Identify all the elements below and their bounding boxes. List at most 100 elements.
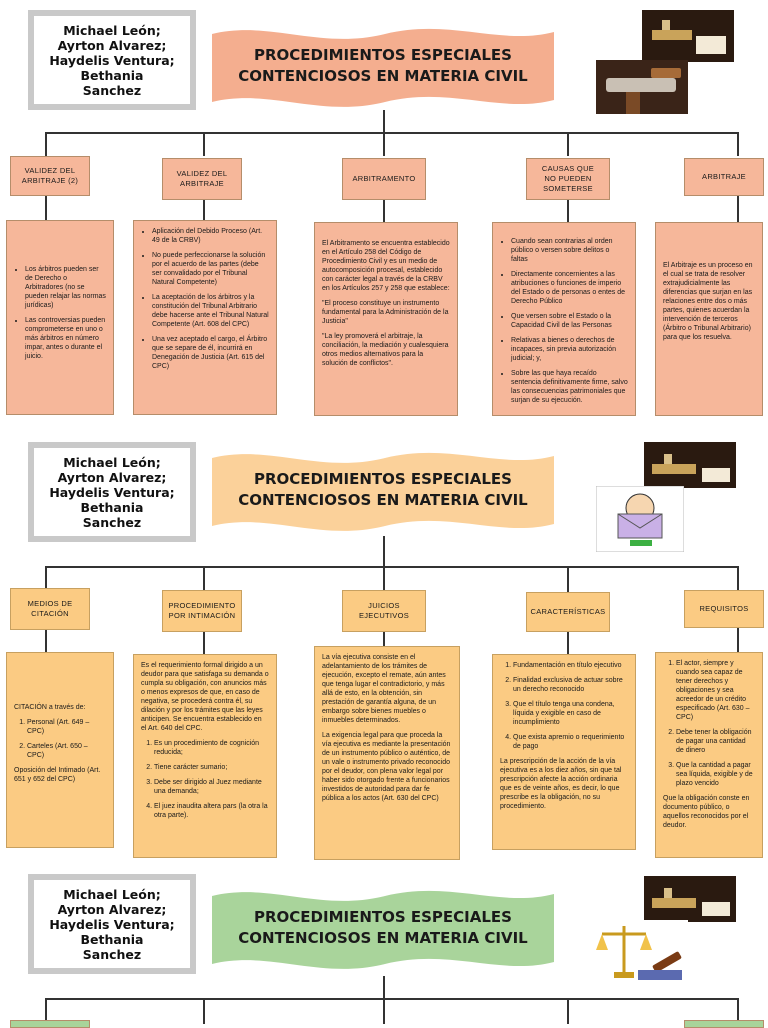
list-item: Debe ser dirigido al Juez mediante una d… xyxy=(154,778,269,796)
list-item: Relativas a bienes o derechos de incapac… xyxy=(511,336,628,363)
section-third: Michael León; Ayrton Alvarez; Haydelis V… xyxy=(0,868,768,1028)
connector-vertical xyxy=(737,998,739,1024)
list-item: El actor, siempre y cuando sea capaz de … xyxy=(676,659,755,722)
list-item: Sobre las que haya recaído sentencia def… xyxy=(511,369,628,405)
list-item: Es un procedimiento de cognición reducid… xyxy=(154,739,269,757)
connector-vertical xyxy=(45,630,47,652)
scales-of-justice-icon xyxy=(592,920,688,986)
paragraph: Que la obligación conste en documento pú… xyxy=(663,795,750,829)
authors-box: Michael León; Ayrton Alvarez; Haydelis V… xyxy=(28,10,196,110)
connector-vertical xyxy=(45,566,47,590)
connector-vertical xyxy=(737,132,739,156)
list-item: Que exista apremio o requerimiento de pa… xyxy=(513,733,628,751)
title-banner: PROCEDIMIENTOS ESPECIALES CONTENCIOSOS E… xyxy=(210,444,556,536)
list-item: El juez inaudita altera pars (la otra la… xyxy=(154,802,269,820)
page-title: PROCEDIMIENTOS ESPECIALES CONTENCIOSOS E… xyxy=(238,908,528,947)
section-arbitraje: Michael León; Ayrton Alvarez; Haydelis V… xyxy=(0,0,768,420)
connector-vertical xyxy=(737,628,739,654)
connector-vertical xyxy=(203,200,205,220)
connector-horizontal xyxy=(45,132,737,134)
paragraph: La exigencia legal para que proceda la v… xyxy=(322,732,451,802)
box-arbitraje: El Arbitraje es un proceso en el cual se… xyxy=(655,222,763,416)
connector-vertical xyxy=(203,132,205,156)
list-item: Que el título tenga una condena, líquida… xyxy=(513,700,628,727)
list-item: La aceptación de los árbitros y la const… xyxy=(152,293,269,329)
connector-vertical xyxy=(383,536,385,566)
books-gavel-image xyxy=(644,442,736,488)
list-item: Directamente concernientes a las atribuc… xyxy=(511,270,628,306)
banner-wave-shape xyxy=(212,452,554,531)
list-item: Personal (Art. 649 – CPC) xyxy=(27,718,106,736)
list-item: Carteles (Art. 650 – CPC) xyxy=(27,742,106,760)
paragraph: CITACIÓN a través de: xyxy=(14,704,86,711)
header-validez-arbitraje: VALIDEZ DEL ARBITRAJE xyxy=(162,158,242,200)
header-juicios-ejecutivos: JUICIOS EJECUTIVOS xyxy=(342,590,426,632)
connector-vertical xyxy=(737,196,739,222)
connector-vertical xyxy=(383,632,385,648)
paragraph: "La ley promoverá el arbitraje, la conci… xyxy=(322,333,449,367)
header-medios-citacion: MEDIOS DE CITACIÓN xyxy=(10,588,90,630)
header-arbitramento: ARBITRAMENTO xyxy=(342,158,426,200)
header-arbitraje: ARBITRAJE xyxy=(684,158,764,196)
list-item: Los árbitros pueden ser de Derecho o Arb… xyxy=(25,265,106,310)
box-caracteristicas: Fundamentación en título ejecutivo Final… xyxy=(492,654,636,850)
authors-box: Michael León; Ayrton Alvarez; Haydelis V… xyxy=(28,442,196,542)
person-envelope-icon xyxy=(596,486,684,552)
connector-vertical xyxy=(567,998,569,1024)
page-title: PROCEDIMIENTOS ESPECIALES CONTENCIOSOS E… xyxy=(238,46,528,85)
list-item: Fundamentación en título ejecutivo xyxy=(513,661,628,670)
list-item: Debe tener la obligación de pagar una ca… xyxy=(676,728,755,755)
box-requisitos: El actor, siempre y cuando sea capaz de … xyxy=(655,652,763,858)
banner-wave-shape xyxy=(212,28,554,107)
list-item: Finalidad exclusiva de actuar sobre un d… xyxy=(513,676,628,694)
authors-names: Michael León; Ayrton Alvarez; Haydelis V… xyxy=(34,448,190,536)
list-item: Una vez aceptado el cargo, el Árbitro qu… xyxy=(152,335,269,371)
title-banner: PROCEDIMIENTOS ESPECIALES CONTENCIOSOS E… xyxy=(210,20,556,112)
box-juicios-ejecutivos: La vía ejecutiva consiste en el adelanta… xyxy=(314,646,460,860)
connector-vertical xyxy=(383,976,385,998)
connector-vertical xyxy=(383,200,385,222)
header-stub xyxy=(10,1020,90,1028)
list-item: Cuando sean contrarias al orden público … xyxy=(511,237,628,264)
header-caracteristicas: CARACTERÍSTICAS xyxy=(526,592,610,632)
connector-vertical xyxy=(567,132,569,156)
list-item: Las controversias pueden comprometerse e… xyxy=(25,316,106,361)
box-procedimiento-intimacion: Es el requerimiento formal dirigido a un… xyxy=(133,654,277,858)
list-item: No puede perfeccionarse la solución por … xyxy=(152,251,269,287)
connector-vertical xyxy=(45,998,47,1024)
box-validez-arbitraje-2: Los árbitros pueden ser de Derecho o Arb… xyxy=(6,220,114,415)
paragraph: Oposición del Intimado (Art. 651 y 652 d… xyxy=(14,767,101,783)
connector-vertical xyxy=(203,998,205,1024)
books-gavel-image xyxy=(644,876,736,922)
connector-vertical xyxy=(203,566,205,590)
authors-names: Michael León; Ayrton Alvarez; Haydelis V… xyxy=(34,16,190,104)
connector-vertical xyxy=(567,566,569,592)
box-medios-citacion: CITACIÓN a través de: Personal (Art. 649… xyxy=(6,652,114,848)
connector-horizontal xyxy=(45,998,737,1000)
connector-vertical xyxy=(383,110,385,132)
connector-vertical xyxy=(203,632,205,654)
header-requisitos: REQUISITOS xyxy=(684,590,764,628)
connector-vertical xyxy=(45,132,47,156)
paragraph: Es el requerimiento formal dirigido a un… xyxy=(141,662,269,732)
connector-vertical xyxy=(383,566,385,590)
list-item: Que la cantidad a pagar sea líquida, exi… xyxy=(676,761,755,788)
connector-vertical xyxy=(737,566,739,590)
connector-vertical xyxy=(383,998,385,1024)
header-validez-arbitraje-2: VALIDEZ DEL ARBITRAJE (2) xyxy=(10,156,90,196)
list-item: Tiene carácter sumario; xyxy=(154,763,269,772)
header-procedimiento-intimacion: PROCEDIMIENTO POR INTIMACIÓN xyxy=(162,590,242,632)
page-title: PROCEDIMIENTOS ESPECIALES CONTENCIOSOS E… xyxy=(238,470,528,509)
header-causas-no-someterse: CAUSAS QUE NO PUEDEN SOMETERSE xyxy=(526,158,610,200)
connector-horizontal xyxy=(45,566,737,568)
paragraph: El Arbitraje es un proceso en el cual se… xyxy=(663,262,753,341)
connector-vertical xyxy=(567,632,569,654)
authors-box: Michael León; Ayrton Alvarez; Haydelis V… xyxy=(28,874,196,974)
box-validez-arbitraje: Aplicación del Debido Proceso (Art. 49 d… xyxy=(133,220,277,415)
title-banner: PROCEDIMIENTOS ESPECIALES CONTENCIOSOS E… xyxy=(210,882,556,974)
connector-vertical xyxy=(383,132,385,156)
paragraph: La prescripción de la acción de la vía e… xyxy=(500,758,622,810)
box-arbitramento: El Arbitramento se encuentra establecido… xyxy=(314,222,458,416)
paragraph: "El proceso constituye un instrumento fu… xyxy=(322,300,449,325)
box-causas-no-someterse: Cuando sean contrarias al orden público … xyxy=(492,222,636,416)
